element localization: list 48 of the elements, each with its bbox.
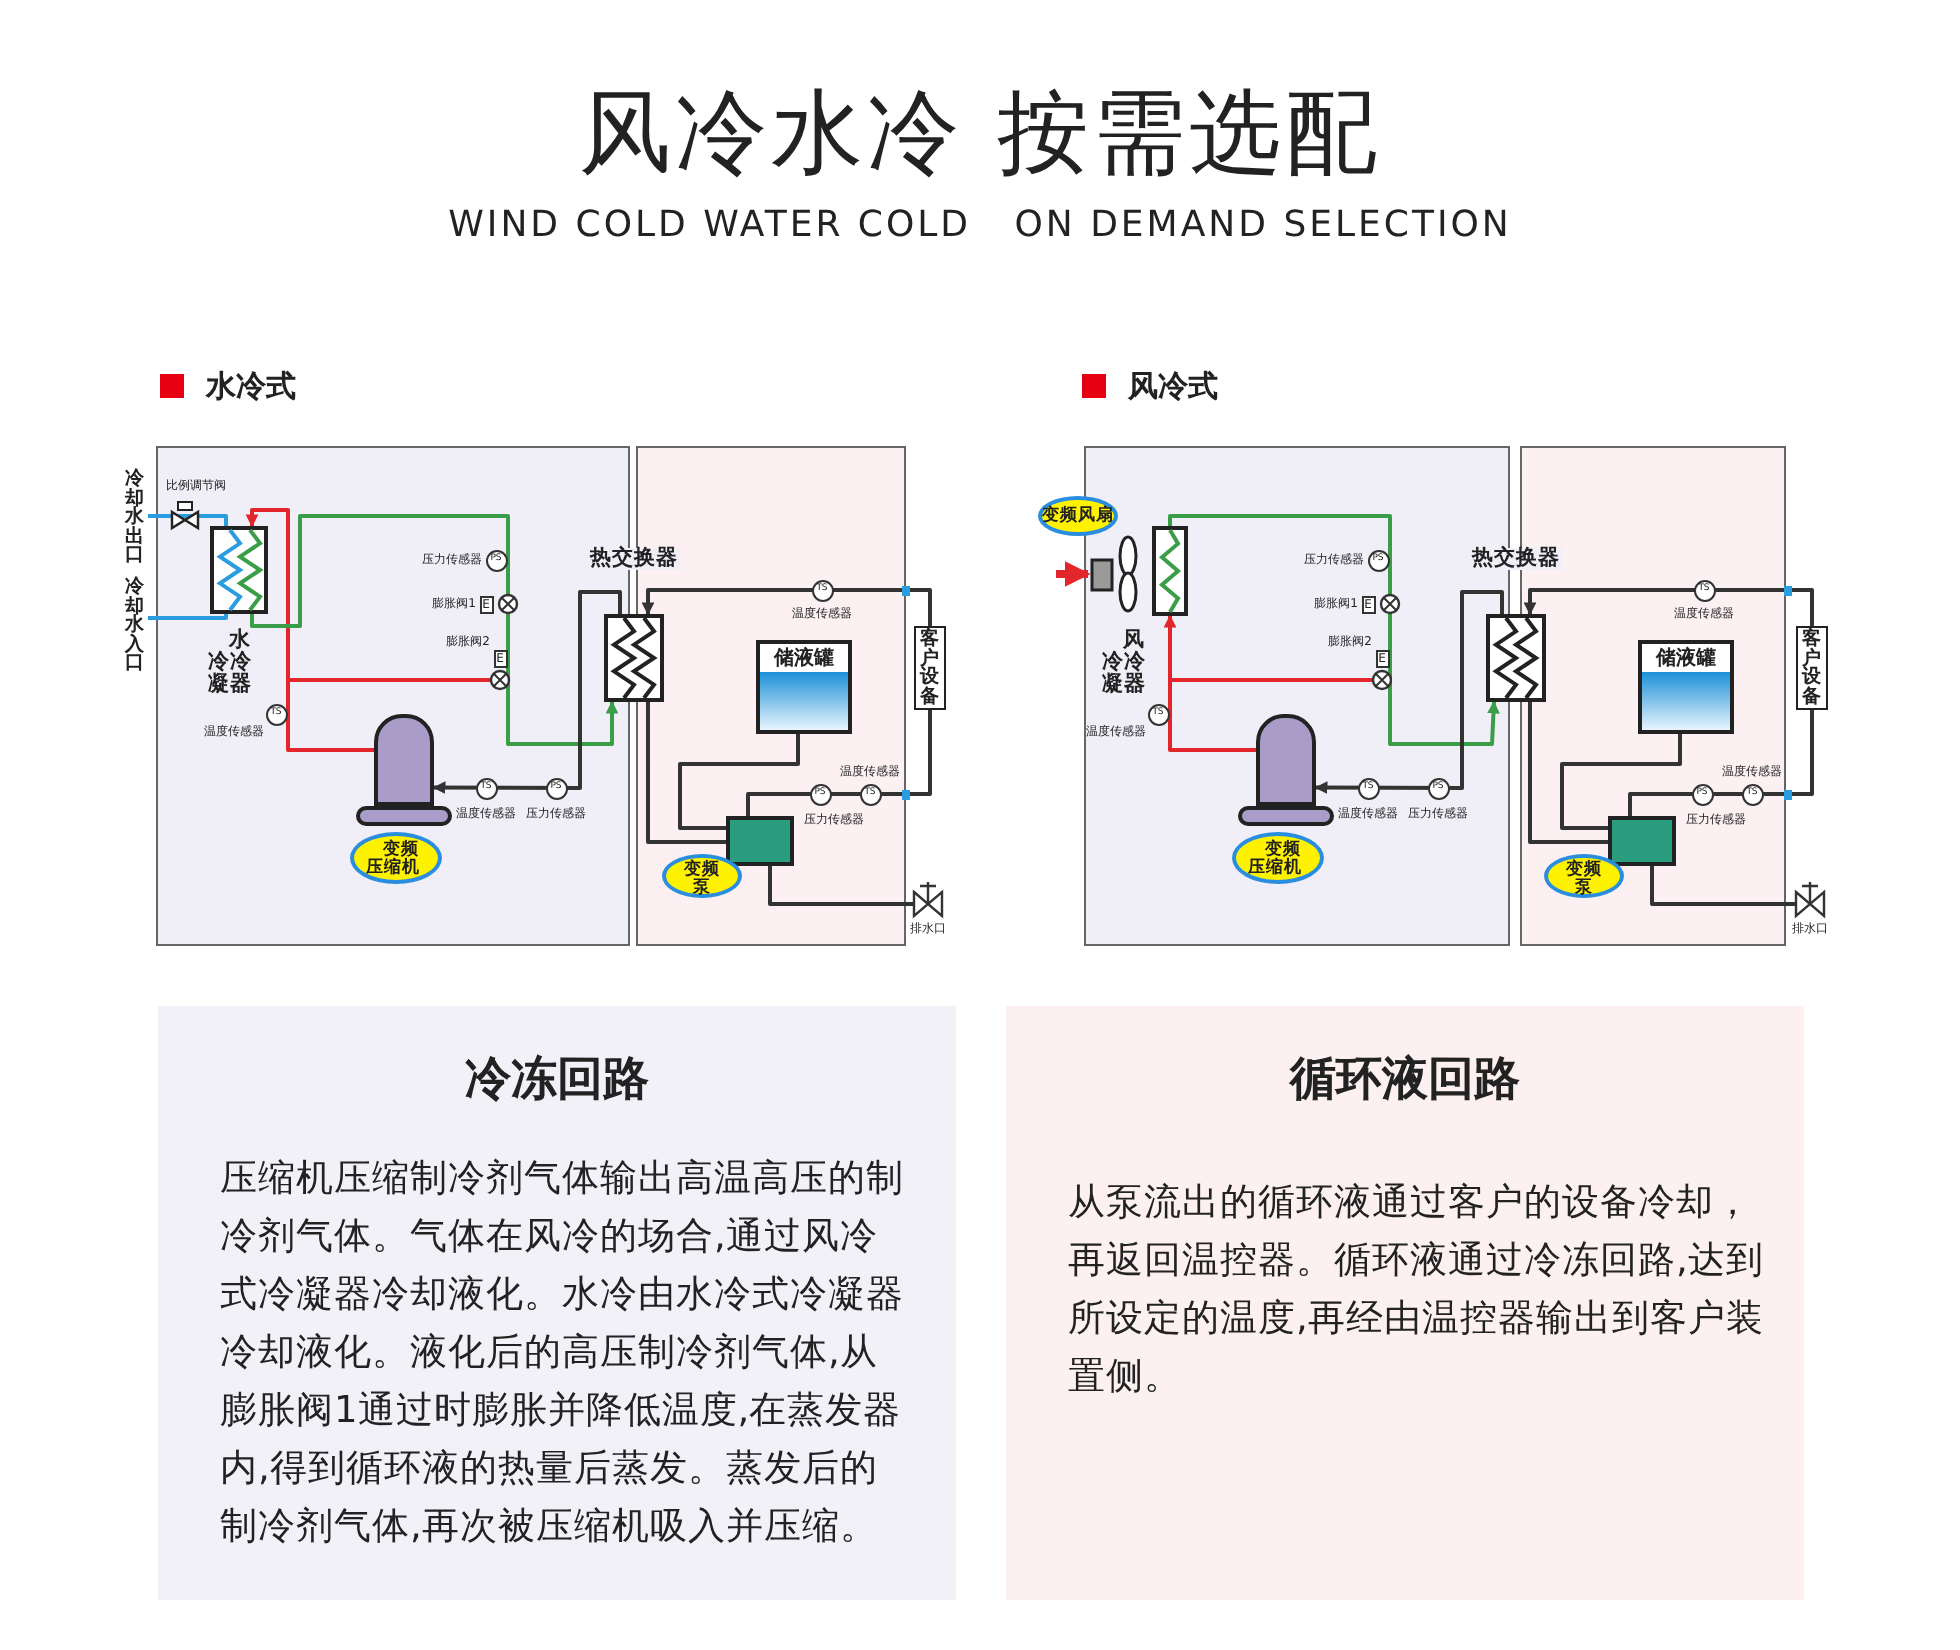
pipe [768,866,914,906]
pipe [1314,590,1504,795]
subtitle: WIND COLD WATER COLD ON DEMAND SELECTION [448,204,1512,248]
pipe [1650,866,1796,906]
component-label: 热交换器 [588,548,680,570]
pipe [250,514,619,746]
pipe [678,734,800,830]
title: 风冷水冷 按需选配 [579,76,1381,190]
pump [1608,816,1676,866]
card-text: 压缩机压缩制冷剂气体输出高温高压的制冷剂气体。气体在风冷的场合,通过风冷式冷凝器冷却液化。水冷由水冷式冷凝器冷却液化。液化后的高压制冷剂气体,从膨胀阀1通过时膨胀并降低温度,在蒸发器内,得到循环液的热量后蒸发。蒸发后的制冷剂气体,再次被压缩机吸入并压缩。 [220,1156,906,1552]
component-label: 热交换器 [1470,548,1562,570]
pipe [1528,702,1608,844]
pipe [1628,710,1814,816]
condenser [210,526,268,614]
condenser [1152,526,1188,616]
pipe [641,588,932,626]
storage-tank: 储液罐 [756,640,852,734]
port-label: 冷却水出口 [122,470,148,566]
compressor [1256,714,1316,806]
pump [726,816,794,866]
pipe [1560,734,1682,830]
pipe [1523,588,1814,626]
pipe [1168,514,1500,746]
section-heading: 水冷式 [206,368,296,404]
heat-exchanger [1486,614,1546,702]
pipe [746,710,932,816]
card-title: 循环液回路 [1290,1052,1520,1110]
port-label: 冷却水入口 [122,578,148,674]
section-heading: 风冷式 [1128,368,1218,404]
airflow-arrow [1056,561,1091,587]
card-title: 冷冻回路 [465,1052,649,1110]
drain-valve-icon [914,882,942,918]
heat-exchanger [604,614,664,702]
drain-valve-icon [1796,882,1824,918]
pipe [148,614,228,621]
card-text: 从泵流出的循环液通过客户的设备冷却，再返回温控器。循环液通过冷冻回路,达到所设定的温度,再经由温控器输出到客户装置侧。 [1068,1180,1766,1402]
pipe [432,590,622,795]
equipment-box: 客户设备 [914,626,946,710]
compressor [374,714,434,806]
equipment-box: 客户设备 [1796,626,1828,710]
component-label: 水冷冷凝器 [208,630,254,696]
callout-bubble: 变频风扇 [1038,496,1118,536]
component-label: 风冷冷凝器 [1102,630,1148,696]
pipe [1163,614,1256,752]
pipe [148,514,228,526]
pipe [646,702,726,844]
pipe [245,508,374,752]
storage-tank: 储液罐 [1638,640,1734,734]
